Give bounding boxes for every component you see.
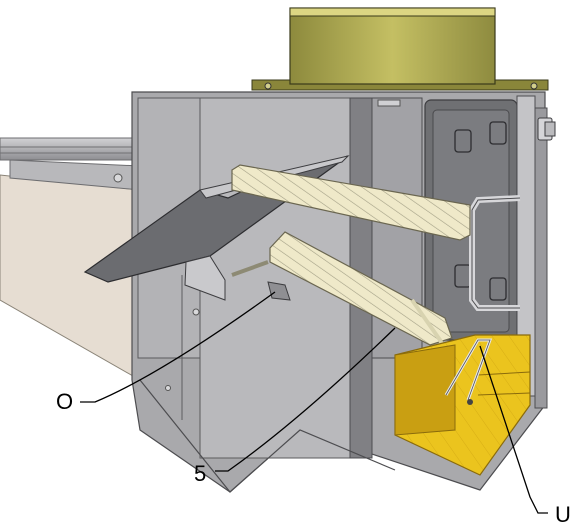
leader-line-u — [479, 345, 548, 514]
upper-hatched-board — [231, 164, 471, 241]
callout-label-u: U — [555, 502, 571, 527]
yellow-block — [394, 334, 531, 476]
leader-lines — [80, 291, 548, 514]
callout-label-5: 5 — [194, 461, 207, 486]
callout-label-o: O — [56, 389, 74, 414]
left-wall — [0, 137, 141, 381]
top-flange — [251, 7, 549, 91]
leader-line-5 — [215, 327, 396, 472]
leader-line-o — [80, 291, 276, 403]
